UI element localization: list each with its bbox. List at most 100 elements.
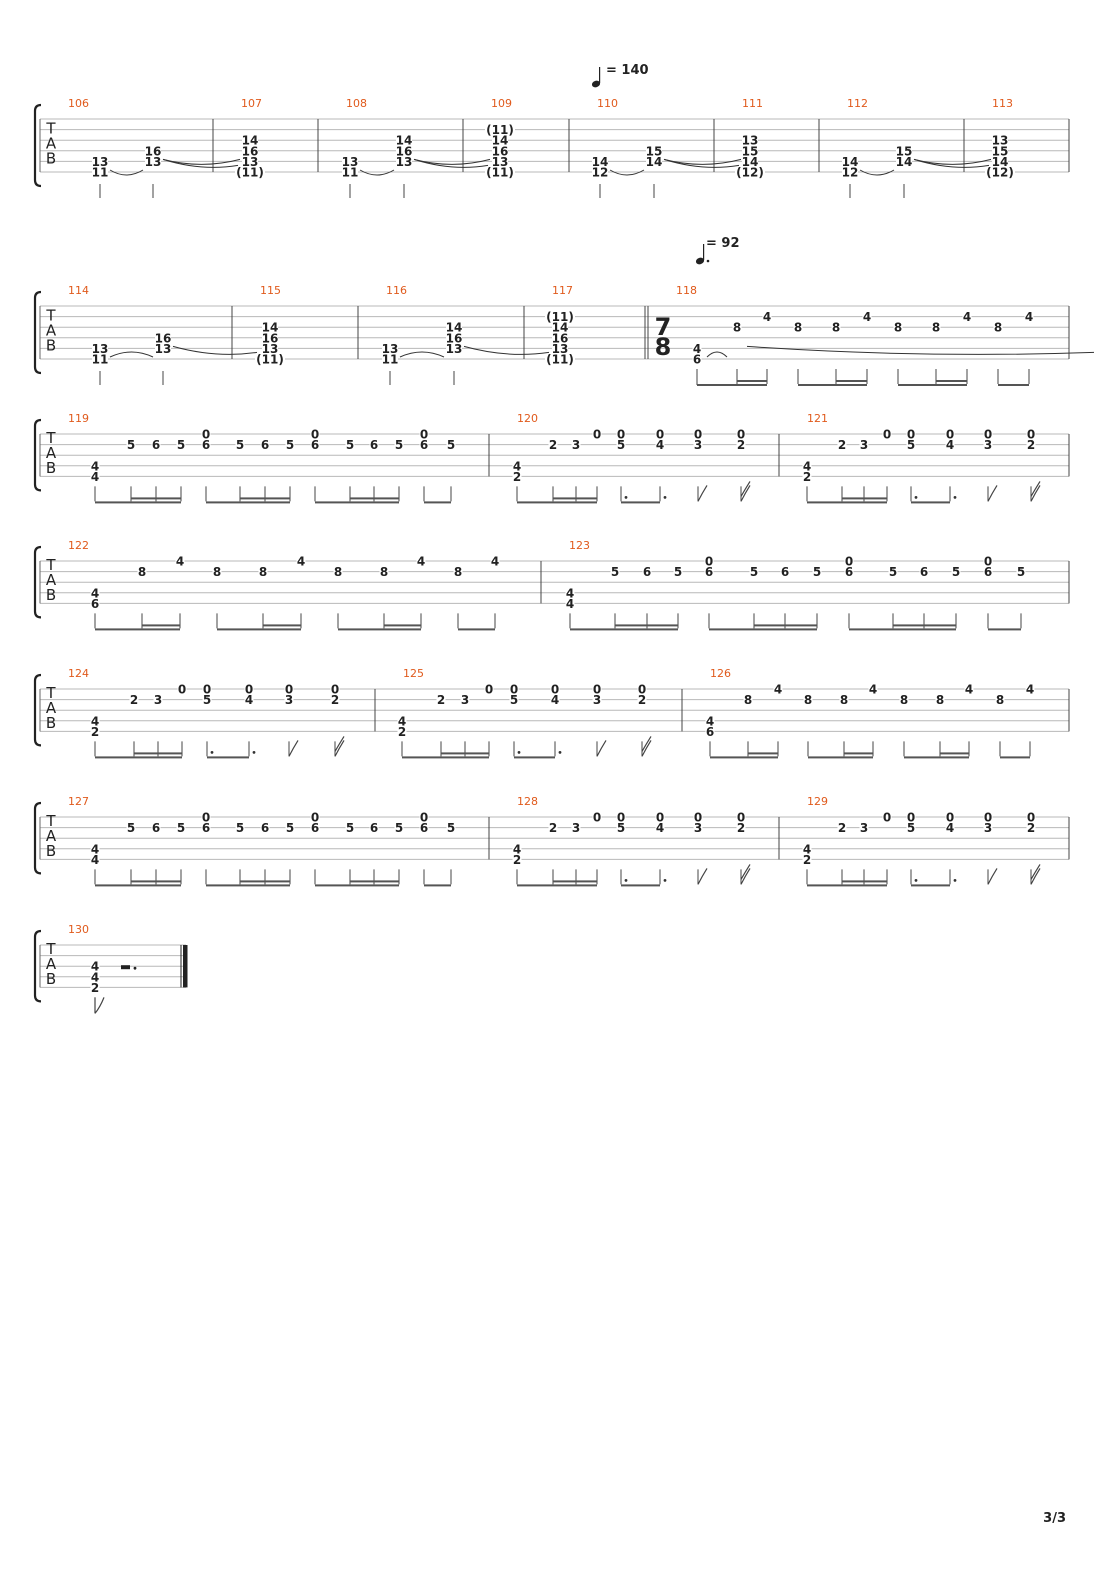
measure-number: 119 — [68, 412, 89, 425]
fret-bg — [92, 353, 108, 365]
fret-bg — [90, 460, 100, 472]
fret-bg — [704, 555, 714, 567]
fret-bg — [637, 683, 647, 695]
fret-number: 3 — [860, 438, 868, 452]
fret-bg — [202, 694, 212, 706]
tab-clef-a: A — [46, 955, 57, 973]
fret-number: 5 — [203, 693, 211, 707]
measure-number: 115 — [260, 284, 281, 297]
note-beam — [315, 884, 399, 887]
fret-bg — [896, 145, 912, 157]
fret-number: 15 — [992, 144, 1009, 158]
fret-bg — [490, 555, 500, 567]
fret-bg — [90, 960, 100, 972]
note-beam — [95, 756, 182, 759]
fret-bg — [616, 428, 626, 440]
tie-arc — [413, 158, 489, 168]
fret-number: 2 — [838, 438, 846, 452]
fret-number: 5 — [907, 821, 915, 835]
fret-number: 13 — [92, 155, 109, 169]
fret-number: 6 — [984, 565, 992, 579]
fret-bg — [416, 555, 426, 567]
measure-number: 113 — [992, 97, 1013, 110]
tempo-92-note-icon-dot — [706, 259, 710, 263]
tab-clef-a: A — [46, 444, 57, 462]
fret-bg — [882, 811, 892, 823]
fret-bg — [1026, 822, 1036, 834]
fret-number: 14 — [842, 155, 859, 169]
fret-bg — [419, 428, 429, 440]
tempo-140-note-icon-head — [591, 80, 601, 88]
tie-arc — [399, 351, 445, 358]
fret-number: 2 — [437, 693, 445, 707]
note-flag — [288, 740, 299, 757]
tie-arc — [663, 158, 740, 168]
fret-number: 14 — [992, 155, 1009, 169]
fret-number: 8 — [832, 321, 840, 335]
fret-number: (11) — [546, 310, 574, 324]
tab-clef-t: T — [45, 120, 56, 138]
fret-bg — [201, 439, 211, 451]
fret-bg — [396, 155, 412, 167]
fret-bg — [962, 311, 972, 323]
fret-number: 8 — [380, 565, 388, 579]
fret-number: 8 — [334, 565, 342, 579]
fret-number: 13 — [92, 342, 109, 356]
note-beam — [988, 628, 1021, 631]
tab-clef-b: B — [46, 970, 56, 988]
fret-number: 6 — [370, 821, 378, 835]
fret-number: 6 — [693, 353, 701, 367]
measure-number: 108 — [346, 97, 367, 110]
fret-bg — [705, 725, 715, 737]
system-5-bracket — [33, 801, 42, 875]
note-beam — [998, 384, 1029, 386]
fret-number: 0 — [845, 555, 853, 569]
fret-number: 4 — [963, 310, 971, 324]
fret-number: 11 — [92, 353, 109, 367]
fret-number: 14 — [552, 321, 569, 335]
fret-bg — [330, 694, 340, 706]
fret-number: 0 — [946, 428, 954, 442]
fret-number: 4 — [656, 438, 664, 452]
measure-number: 122 — [68, 539, 89, 552]
fret-number: 5 — [510, 693, 518, 707]
tie-arc — [913, 158, 990, 168]
fret-bg — [175, 555, 185, 567]
fret-number: 0 — [202, 428, 210, 442]
fret-bg — [90, 853, 100, 865]
fret-bg — [330, 683, 340, 695]
fret-number: 5 — [286, 438, 294, 452]
note-flag — [987, 485, 998, 502]
fret-bg — [396, 134, 412, 146]
fret-number: 0 — [946, 811, 954, 825]
note-beam — [206, 884, 290, 887]
fret-bg — [284, 683, 294, 695]
fret-bg — [906, 439, 916, 451]
fret-bg — [512, 843, 522, 855]
note-flag — [740, 868, 751, 885]
fret-number: 5 — [346, 438, 354, 452]
rhythm-dot — [953, 496, 957, 499]
measure-number: 125 — [403, 667, 424, 680]
fret-bg — [155, 342, 171, 354]
fret-bg — [983, 811, 993, 823]
fret-bg — [592, 683, 602, 695]
fret-number: 3 — [694, 438, 702, 452]
fret-bg — [550, 694, 560, 706]
fret-number: 4 — [946, 438, 954, 452]
tab-clef-a: A — [46, 135, 57, 153]
tie-arc — [162, 158, 239, 168]
fret-number: 0 — [907, 428, 915, 442]
fret-bg — [693, 811, 703, 823]
fret-bg — [693, 822, 703, 834]
fret-bg — [773, 683, 783, 695]
fret-number: 8 — [804, 693, 812, 707]
fret-bg — [812, 566, 822, 578]
note-flag — [1030, 868, 1041, 885]
fret-bg — [571, 439, 581, 451]
fret-bg — [906, 811, 916, 823]
fret-number: 0 — [420, 428, 428, 442]
fret-number: 5 — [617, 821, 625, 835]
fret-bg — [396, 145, 412, 157]
fret-number: 4 — [1025, 310, 1033, 324]
